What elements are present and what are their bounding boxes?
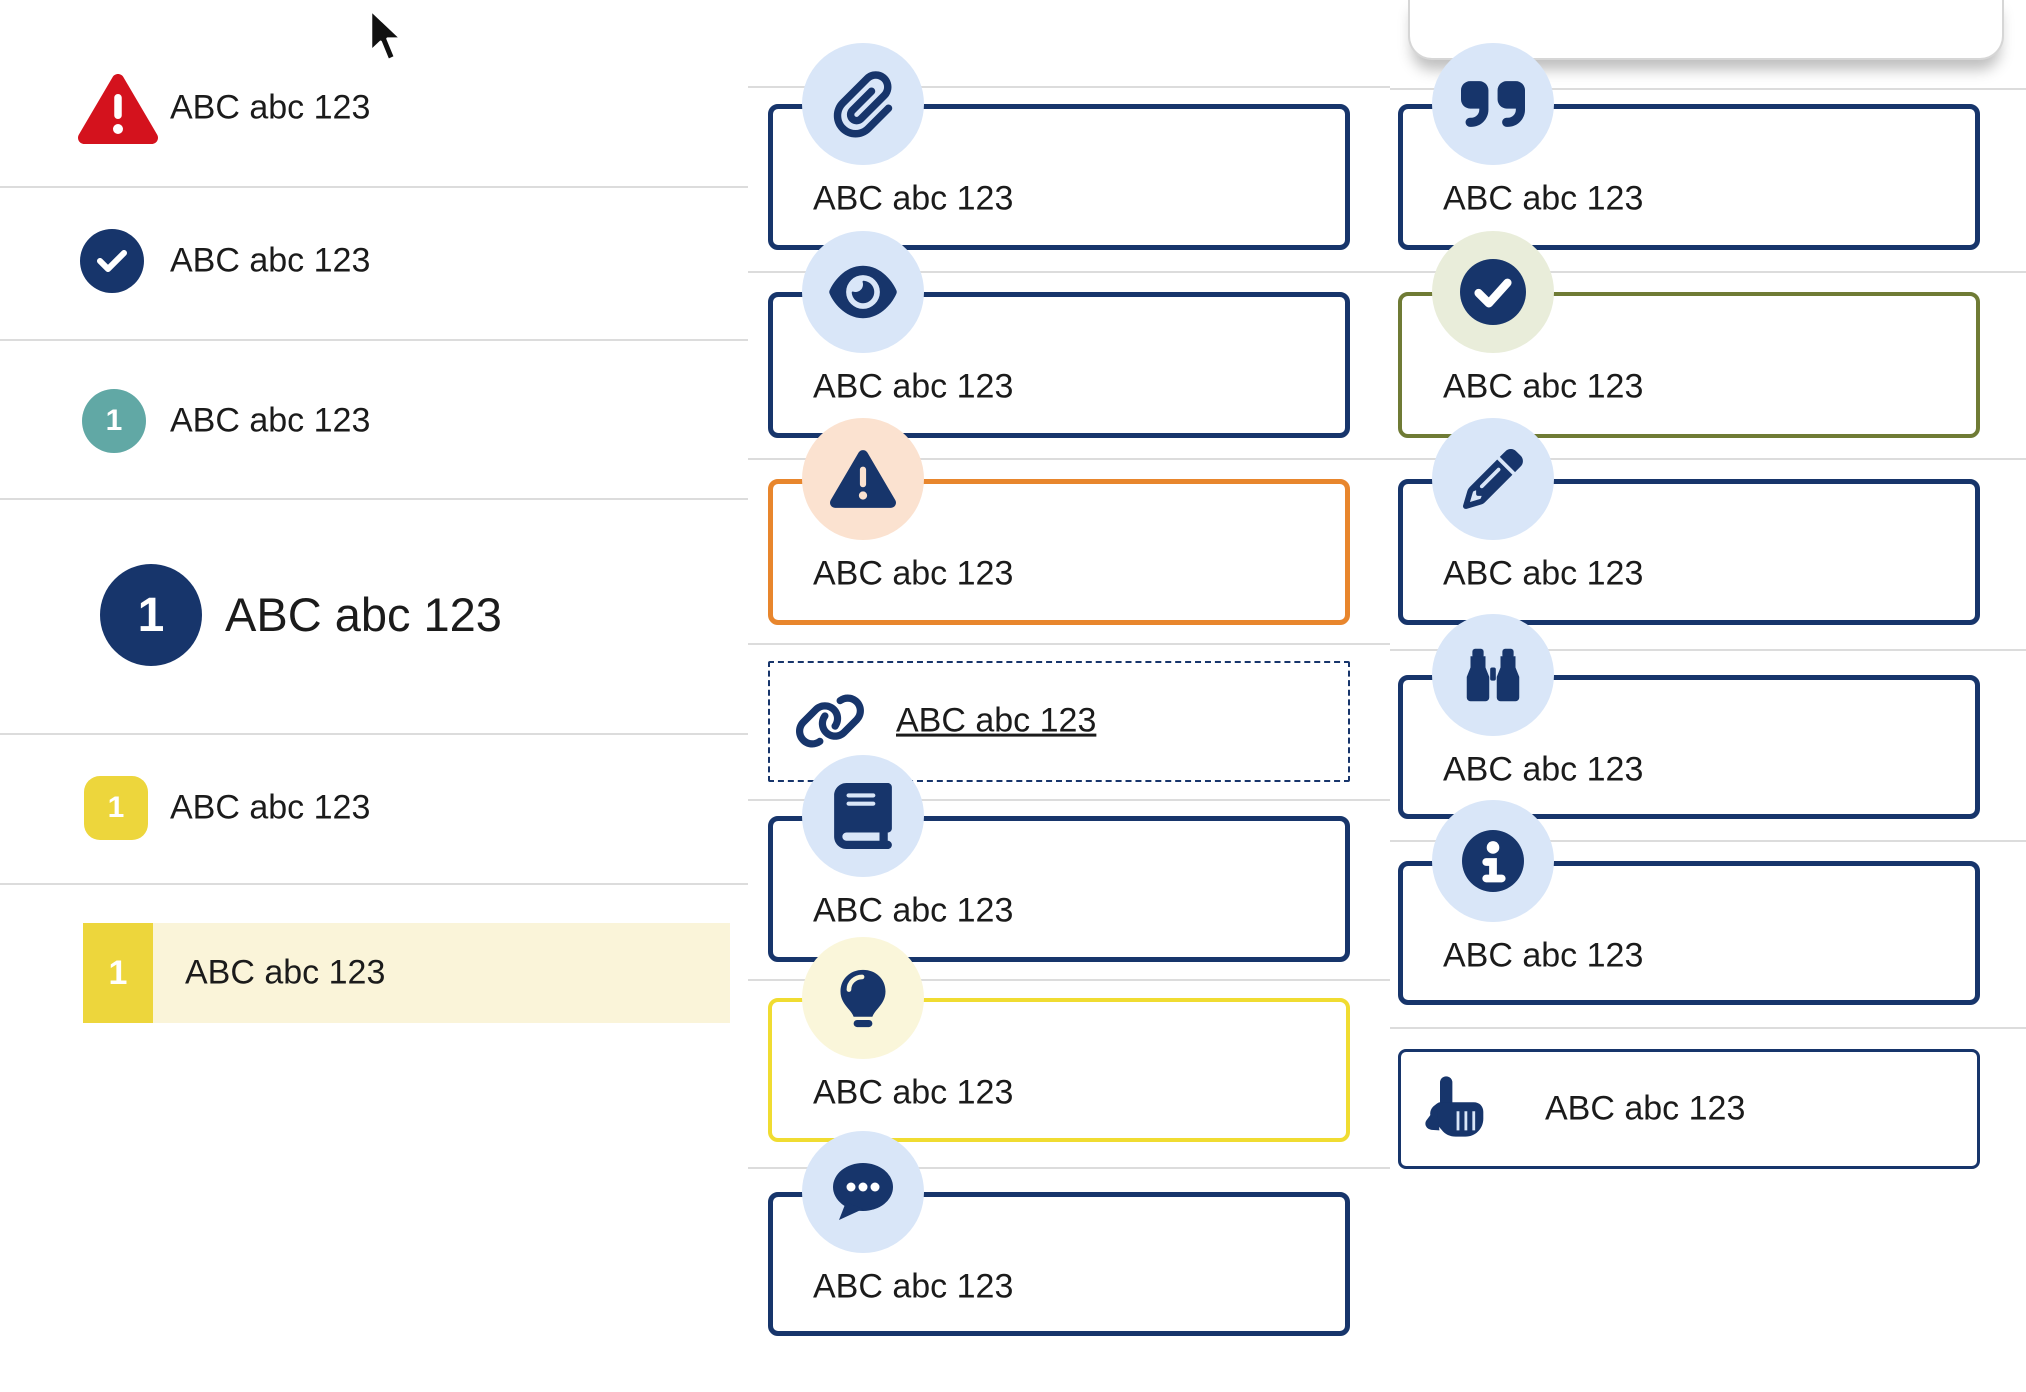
warning-triangle-icon xyxy=(78,74,158,144)
list-item-label: ABC abc 123 xyxy=(225,587,502,641)
callout-label: ABC abc 123 xyxy=(1443,367,1644,406)
info-circle-icon xyxy=(1432,800,1554,922)
callout-label: ABC abc 123 xyxy=(813,367,1014,406)
divider xyxy=(1390,840,2026,842)
eye-icon xyxy=(802,231,924,353)
badge-number: 1 xyxy=(108,953,128,992)
divider xyxy=(1390,88,2026,90)
link-icon xyxy=(794,692,866,750)
callout-action-label[interactable]: ABC abc 123 xyxy=(1545,1089,1746,1128)
callout-label: ABC abc 123 xyxy=(1443,554,1644,593)
list-item-label: ABC abc 123 xyxy=(170,401,371,440)
divider xyxy=(0,883,748,885)
badge-number: 1 xyxy=(137,588,165,642)
yellow-number-badge: 1 xyxy=(84,776,148,840)
callout-label: ABC abc 123 xyxy=(813,891,1014,930)
divider xyxy=(748,458,1390,460)
list-item-step-teal[interactable]: 1 ABC abc 123 xyxy=(0,370,748,480)
callout-label: ABC abc 123 xyxy=(813,1267,1014,1306)
divider xyxy=(748,643,1390,645)
list-item-label: ABC abc 123 xyxy=(170,241,371,280)
yellow-number-badge: 1 xyxy=(83,923,153,1023)
divider xyxy=(748,271,1390,273)
list-item-step-highlighted[interactable]: 1 ABC abc 123 xyxy=(83,923,730,1023)
divider xyxy=(0,339,748,341)
hand-pointer-icon xyxy=(1422,1073,1494,1145)
mouse-cursor xyxy=(368,8,404,64)
list-item-step-large[interactable]: 1 ABC abc 123 xyxy=(0,540,748,700)
divider xyxy=(1390,458,2026,460)
list-item-warning[interactable]: ABC abc 123 xyxy=(0,60,748,170)
callout-label: ABC abc 123 xyxy=(813,554,1014,593)
callout-label: ABC abc 123 xyxy=(1443,936,1644,975)
callout-label: ABC abc 123 xyxy=(1443,179,1644,218)
list-item-check[interactable]: ABC abc 123 xyxy=(0,210,748,320)
paperclip-icon xyxy=(802,43,924,165)
divider xyxy=(748,979,1390,981)
divider xyxy=(1390,1027,2026,1029)
chat-dots-icon xyxy=(802,1131,924,1253)
badge-number: 1 xyxy=(105,404,123,437)
book-icon xyxy=(802,755,924,877)
pencil-icon xyxy=(1432,418,1554,540)
list-item-step-yellow[interactable]: 1 ABC abc 123 xyxy=(0,758,748,868)
list-item-label: ABC abc 123 xyxy=(170,788,371,827)
callout-action[interactable] xyxy=(1398,1049,1980,1169)
callout-label: ABC abc 123 xyxy=(813,1073,1014,1112)
list-item-label: ABC abc 123 xyxy=(170,88,371,127)
lightbulb-icon xyxy=(802,937,924,1059)
list-item-label: ABC abc 123 xyxy=(185,953,386,992)
divider xyxy=(748,799,1390,801)
callout-label: ABC abc 123 xyxy=(813,179,1014,218)
divider xyxy=(748,1167,1390,1169)
divider xyxy=(748,86,1390,88)
callout-link-label[interactable]: ABC abc 123 xyxy=(896,701,1097,740)
divider xyxy=(1390,271,2026,273)
warning-triangle-icon xyxy=(802,418,924,540)
callout-success xyxy=(1398,292,1980,438)
divider xyxy=(0,186,748,188)
quote-icon xyxy=(1432,43,1554,165)
divider xyxy=(0,733,748,735)
callout-label: ABC abc 123 xyxy=(1443,750,1644,789)
check-circle-icon xyxy=(1432,231,1554,353)
divider xyxy=(1390,649,2026,651)
check-circle-icon xyxy=(80,229,144,293)
divider xyxy=(0,498,748,500)
badge-number: 1 xyxy=(107,791,125,824)
callout-warning xyxy=(768,479,1350,625)
teal-number-badge: 1 xyxy=(82,389,146,453)
navy-number-badge: 1 xyxy=(100,564,202,666)
binoculars-icon xyxy=(1432,614,1554,736)
